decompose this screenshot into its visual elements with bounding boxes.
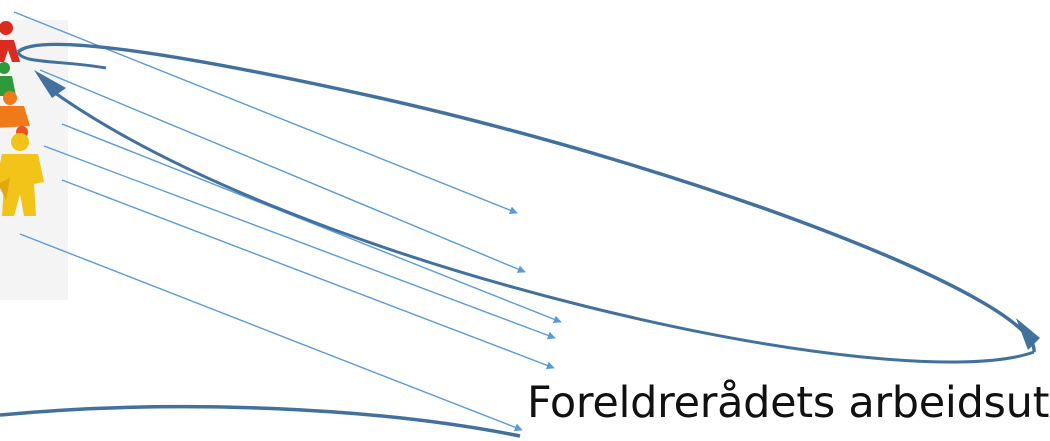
thin-arrow-4	[43, 145, 556, 340]
thin-arrow-3	[61, 123, 562, 324]
curved-loop-arrow	[16, 42, 1040, 364]
curved-arrow-head	[34, 70, 66, 98]
thin-arrow-6	[19, 233, 523, 432]
thin-arrow-2	[39, 69, 526, 273]
thin-arrows	[13, 11, 562, 432]
thin-arrow-5	[61, 179, 555, 370]
caption-text: Foreldrerådets arbeidsutva	[527, 378, 1050, 428]
lower-curved-arrow	[0, 404, 521, 438]
people-chain-icon	[0, 20, 68, 300]
